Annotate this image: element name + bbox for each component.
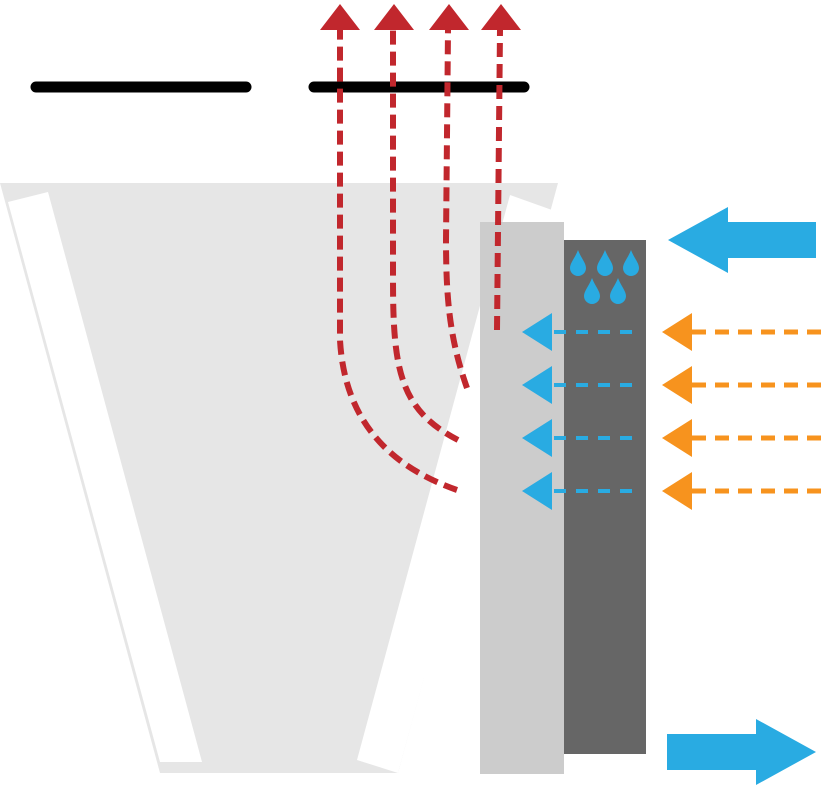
exhaust-flow-line-2 bbox=[390, 30, 460, 443]
cooled-air-arrow-icon-4 bbox=[522, 472, 552, 510]
exhaust-flow-line-1 bbox=[337, 30, 458, 493]
cooled-air-arrow-icon-1 bbox=[522, 313, 552, 351]
cooled-air-arrow-icon-2 bbox=[522, 366, 552, 404]
exhaust-arrow-icon-4 bbox=[481, 4, 521, 30]
water-drop-icon-4 bbox=[584, 278, 600, 304]
water-drop-icon-3 bbox=[623, 250, 639, 276]
filter-media-dark bbox=[564, 240, 646, 754]
exhaust-arrow-icon-3 bbox=[429, 4, 469, 30]
hot-air-arrow-icon-4 bbox=[662, 472, 692, 510]
water-outlet-arrow-icon bbox=[667, 719, 816, 785]
hot-air-arrow-icon-2 bbox=[662, 366, 692, 404]
exhaust-flow-line-4 bbox=[494, 29, 503, 331]
water-drop-icon-2 bbox=[597, 250, 613, 276]
left-louver-panel bbox=[8, 192, 202, 762]
hot-air-arrow-icon-3 bbox=[662, 419, 692, 457]
exhaust-arrow-icon-1 bbox=[320, 4, 360, 30]
hot-air-arrow-icon-1 bbox=[662, 313, 692, 351]
cooled-air-arrow-icon-3 bbox=[522, 419, 552, 457]
water-inlet-arrow-icon bbox=[668, 207, 816, 273]
water-drop-icon-1 bbox=[570, 250, 586, 276]
exhaust-arrow-icon-2 bbox=[374, 4, 414, 30]
water-drop-icon-5 bbox=[610, 278, 626, 304]
